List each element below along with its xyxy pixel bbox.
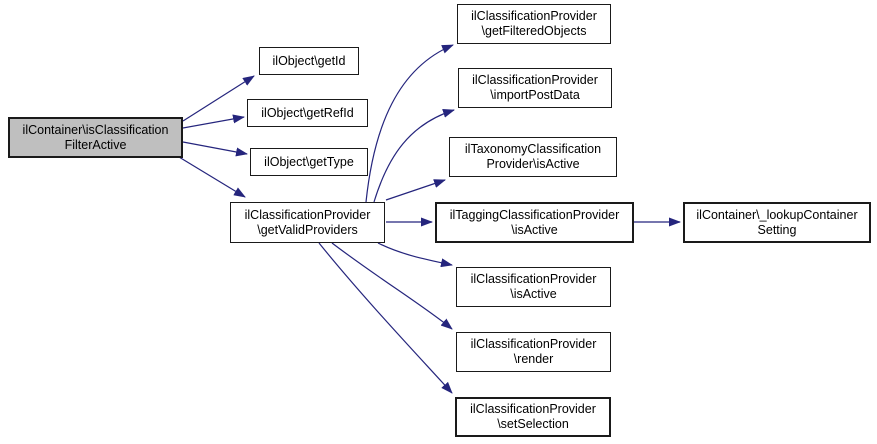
- node-import-post-data[interactable]: ilClassificationProvider \importPostData: [458, 68, 612, 108]
- node-label-line: ilTaggingClassificationProvider: [449, 207, 620, 222]
- edge-getvalidproviders-to-setselection: [318, 242, 453, 394]
- node-is-classification-filter-active: ilContainer\isClassification FilterActiv…: [8, 117, 183, 158]
- node-label-line: Provider\isActive: [486, 157, 580, 171]
- node-get-valid-providers[interactable]: ilClassificationProvider \getValidProvid…: [230, 202, 385, 243]
- node-label-line: ilClassificationProvider: [470, 272, 597, 286]
- node-label-line: \importPostData: [490, 88, 580, 102]
- node-label-line: ilClassificationProvider: [244, 207, 371, 222]
- edge-getvalidproviders-to-importpostdata: [373, 109, 455, 203]
- node-get-id[interactable]: ilObject\getId: [259, 47, 359, 75]
- node-label-line: FilterActive: [64, 137, 127, 152]
- node-label-line: \getFilteredObjects: [481, 24, 587, 38]
- node-label-line: ilObject\getId: [272, 53, 346, 68]
- node-render[interactable]: ilClassificationProvider \render: [456, 332, 611, 372]
- node-get-type[interactable]: ilObject\getType: [250, 148, 368, 176]
- node-lookup-container-setting[interactable]: ilContainer\_lookupContainer Setting: [683, 202, 871, 243]
- node-label-line: \isActive: [511, 222, 558, 237]
- edge-getvalidproviders-to-getfilteredobjects: [365, 44, 454, 203]
- node-set-selection[interactable]: ilClassificationProvider \setSelection: [455, 397, 611, 437]
- node-label-line: ilTaxonomyClassification: [464, 142, 602, 156]
- edge-filteractive-to-getid: [182, 75, 255, 122]
- node-label-line: ilClassificationProvider: [472, 73, 598, 87]
- node-label-line: Setting: [757, 222, 797, 237]
- edge-filteractive-to-getvalidproviders: [178, 156, 246, 198]
- edge-filteractive-to-getrefid: [182, 114, 245, 129]
- node-tagging-is-active[interactable]: ilTaggingClassificationProvider \isActiv…: [435, 202, 634, 243]
- node-label-line: \setSelection: [497, 417, 569, 431]
- node-label-line: ilObject\getType: [264, 154, 354, 169]
- node-provider-is-active[interactable]: ilClassificationProvider \isActive: [456, 267, 611, 307]
- edge-getvalidproviders-to-providerisactive: [377, 242, 453, 268]
- node-label-line: ilClassificationProvider: [470, 337, 597, 351]
- node-get-filtered-objects[interactable]: ilClassificationProvider \getFilteredObj…: [457, 4, 611, 44]
- edge-getvalidproviders-to-render: [331, 242, 453, 330]
- node-label-line: ilObject\getRefId: [261, 105, 354, 120]
- node-label-line: ilClassificationProvider: [471, 9, 597, 23]
- edge-getvalidproviders-to-taxonomyisactive: [385, 179, 446, 201]
- node-label-line: ilClassificationProvider: [470, 402, 596, 416]
- node-label-line: ilContainer\_lookupContainer: [696, 207, 858, 222]
- node-get-ref-id[interactable]: ilObject\getRefId: [247, 99, 368, 127]
- node-label-line: \getValidProviders: [257, 222, 358, 237]
- node-label-line: \render: [513, 352, 554, 366]
- edge-filteractive-to-gettype: [182, 141, 248, 157]
- node-label-line: \isActive: [510, 287, 557, 301]
- node-label-line: ilContainer\isClassification: [22, 122, 169, 137]
- node-taxonomy-is-active[interactable]: ilTaxonomyClassification Provider\isActi…: [449, 137, 617, 177]
